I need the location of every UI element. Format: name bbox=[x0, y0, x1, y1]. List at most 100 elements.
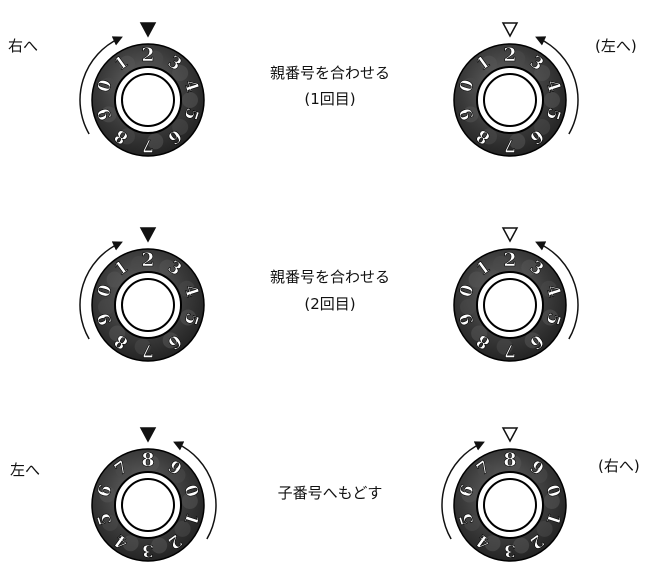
dial-digit-2: 2 bbox=[141, 249, 154, 271]
hollow-marker-icon bbox=[501, 22, 519, 38]
dial-digit-3: 3 bbox=[504, 540, 516, 560]
dial-texture bbox=[524, 332, 541, 349]
dial-digit-7: 7 bbox=[142, 340, 154, 360]
dial-texture bbox=[159, 259, 176, 276]
dial-digit-7: 7 bbox=[142, 135, 154, 155]
dial-texture bbox=[492, 256, 509, 273]
dial-texture bbox=[172, 65, 189, 82]
dial-texture bbox=[119, 55, 135, 72]
dial-digit-2: 2 bbox=[503, 249, 516, 271]
dial-texture bbox=[462, 77, 479, 94]
filled-marker-icon bbox=[139, 427, 157, 443]
clockwise-arrow-icon bbox=[79, 241, 123, 340]
dial-texture bbox=[134, 338, 151, 355]
dial-texture bbox=[115, 462, 132, 479]
row1-left-direction-label: 右へ bbox=[8, 37, 39, 55]
dial-center-hole bbox=[121, 478, 175, 532]
dial-texture bbox=[481, 128, 497, 145]
hollow-marker-icon bbox=[501, 227, 519, 243]
dial-texture bbox=[162, 332, 179, 349]
dial-texture bbox=[119, 128, 135, 145]
dial-texture bbox=[109, 325, 126, 342]
dial-texture bbox=[542, 309, 559, 326]
dial-digit-2: 2 bbox=[503, 44, 516, 66]
counterclockwise-arrow-icon bbox=[173, 441, 217, 540]
dial-texture bbox=[464, 515, 481, 532]
counterclockwise-arrow-icon bbox=[535, 241, 579, 340]
dial-texture bbox=[172, 118, 189, 135]
dial-texture bbox=[182, 92, 198, 108]
dial-texture bbox=[100, 77, 117, 94]
dial-texture bbox=[147, 133, 164, 150]
dial-texture bbox=[180, 309, 197, 326]
clockwise-arrow-icon bbox=[441, 441, 485, 540]
dial-texture bbox=[484, 535, 501, 552]
dial-digit-8: 8 bbox=[503, 449, 516, 471]
dial-texture bbox=[178, 280, 195, 297]
filled-marker-icon bbox=[139, 227, 157, 243]
dial-texture bbox=[481, 55, 497, 72]
dial-texture bbox=[169, 467, 186, 484]
dial-texture bbox=[543, 493, 560, 510]
dial-texture bbox=[513, 537, 530, 554]
dial-texture bbox=[534, 65, 551, 82]
dial-texture bbox=[143, 455, 160, 472]
dial-center-hole bbox=[483, 73, 537, 127]
row2-caption: 親番号を合わせる bbox=[269, 268, 391, 286]
dial-texture bbox=[460, 298, 477, 315]
dial-texture bbox=[147, 50, 164, 67]
dial-texture bbox=[151, 537, 168, 554]
dial-digit-5: 5 bbox=[179, 310, 202, 327]
dial-texture bbox=[102, 515, 119, 532]
dial-texture bbox=[461, 486, 478, 503]
row3-left-direction-label: 左へ bbox=[10, 461, 41, 479]
counterclockwise-arrow-icon bbox=[535, 36, 579, 135]
dial-texture bbox=[130, 256, 147, 273]
dial-texture bbox=[531, 467, 548, 484]
dial-texture bbox=[100, 106, 117, 123]
row1-subcaption: (1回目) bbox=[304, 90, 356, 108]
dial-texture bbox=[174, 520, 191, 537]
dial-texture bbox=[496, 338, 513, 355]
dial-texture bbox=[509, 133, 526, 150]
row2-subcaption: (2回目) bbox=[304, 295, 356, 313]
dial-texture bbox=[106, 271, 123, 288]
hollow-marker-icon bbox=[501, 427, 519, 443]
dial-texture bbox=[99, 486, 116, 503]
dial-texture bbox=[540, 280, 557, 297]
dial-texture bbox=[477, 462, 494, 479]
dial-texture bbox=[509, 50, 526, 67]
dial-texture bbox=[534, 118, 551, 135]
dial-digit-3: 3 bbox=[142, 540, 154, 560]
dial-digit-7: 7 bbox=[504, 340, 516, 360]
dial-texture bbox=[544, 92, 560, 108]
dial-center-hole bbox=[483, 278, 537, 332]
row1-right-direction-label: (左へ) bbox=[595, 37, 637, 55]
clockwise-arrow-icon bbox=[79, 36, 123, 135]
dial-digit-7: 7 bbox=[504, 135, 516, 155]
dial-digit-2: 2 bbox=[141, 44, 154, 66]
dial-texture bbox=[505, 455, 522, 472]
row3-right-direction-label: (右へ) bbox=[598, 457, 640, 475]
dial-center-hole bbox=[121, 73, 175, 127]
dial-texture bbox=[98, 298, 115, 315]
row3-caption: 子番号へもどす bbox=[277, 484, 383, 502]
dial-texture bbox=[468, 271, 485, 288]
dial-texture bbox=[181, 493, 198, 510]
dial-texture bbox=[471, 325, 488, 342]
dial-texture bbox=[462, 106, 479, 123]
dial-digit-8: 8 bbox=[141, 449, 154, 471]
dial-center-hole bbox=[483, 478, 537, 532]
dial-center-hole bbox=[121, 278, 175, 332]
row1-caption: 親番号を合わせる bbox=[269, 64, 391, 82]
dial-texture bbox=[122, 535, 139, 552]
dial-texture bbox=[521, 259, 538, 276]
